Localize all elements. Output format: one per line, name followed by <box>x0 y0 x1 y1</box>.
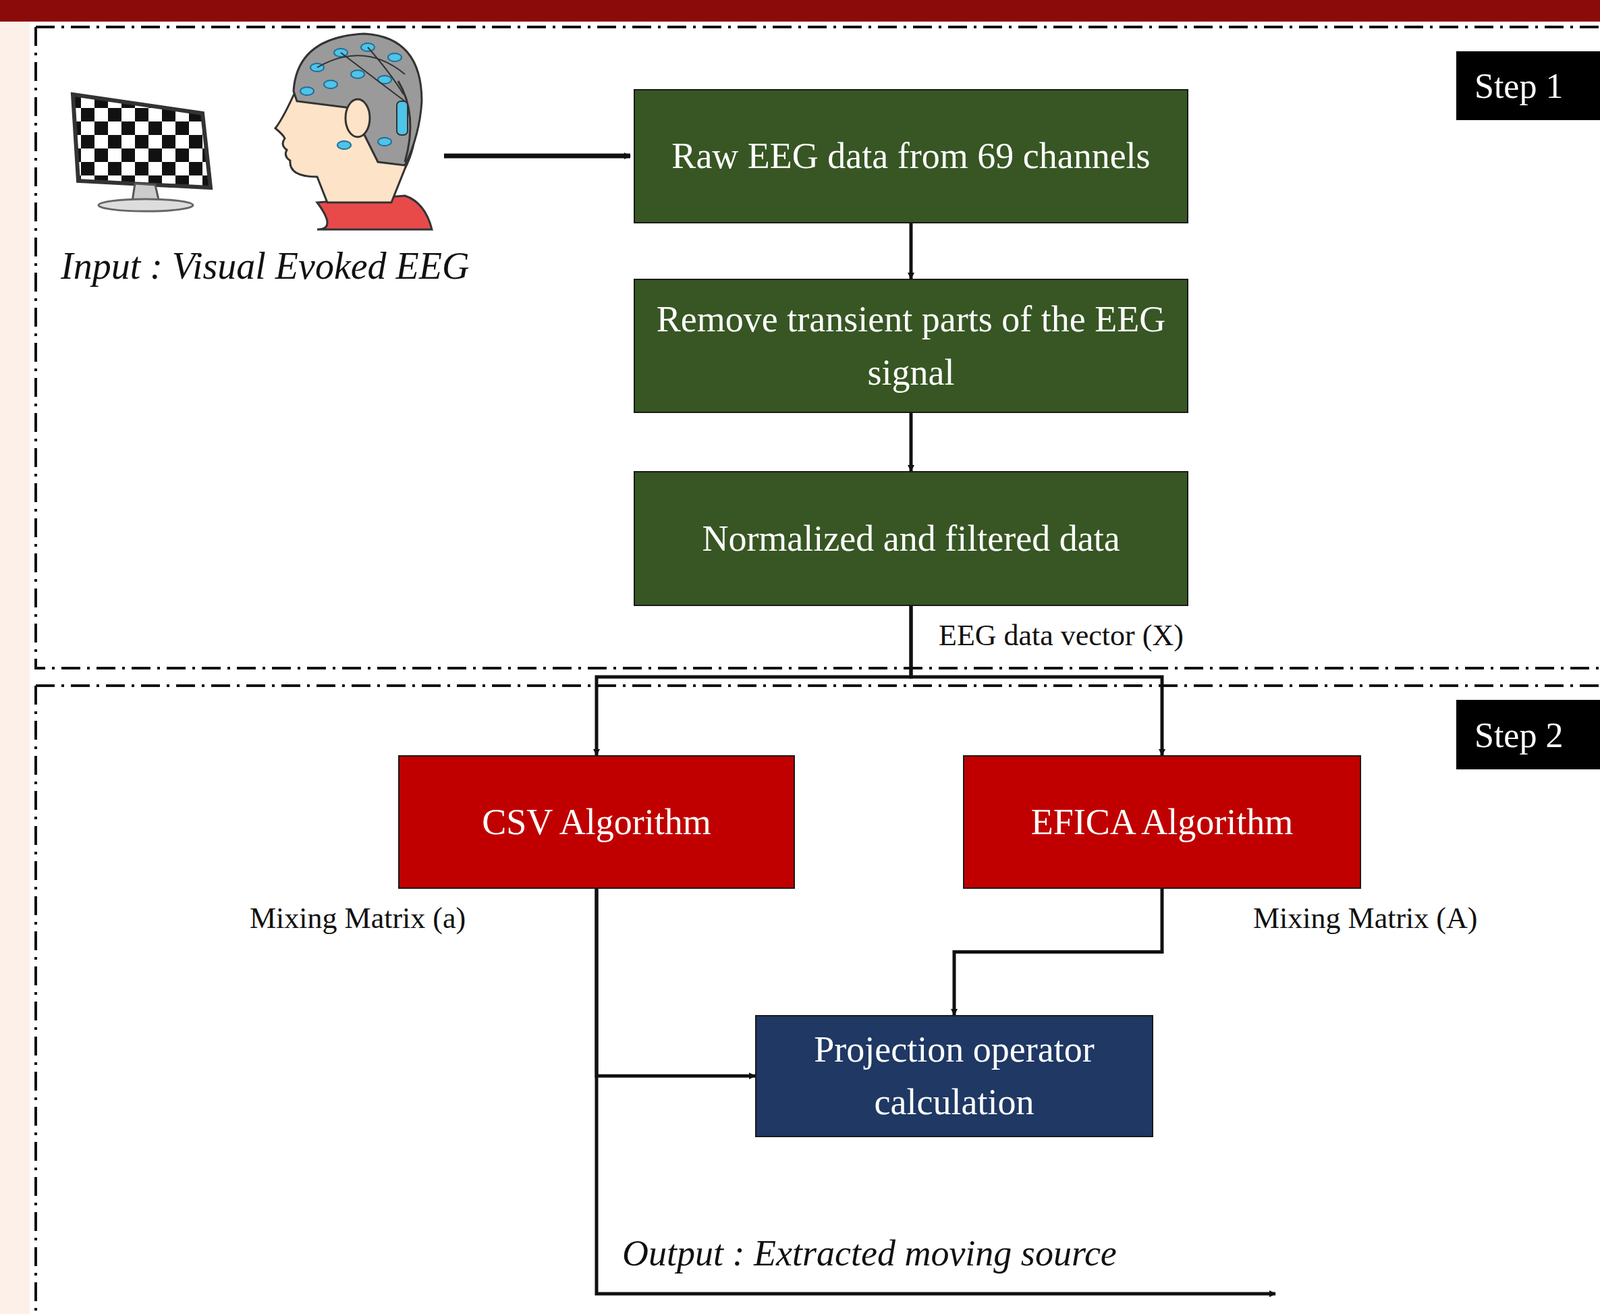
input-arrow <box>444 153 631 159</box>
step-label: Step 2 <box>1474 715 1563 756</box>
algorithm-box: CSV Algorithm <box>398 755 795 889</box>
connector <box>954 888 1163 1015</box>
matrix-label: Mixing Matrix (a) <box>249 900 466 936</box>
monitor-icon <box>72 94 211 212</box>
page-ground <box>29 21 1600 1314</box>
connector <box>909 412 914 472</box>
signal-label: EEG data vector (X) <box>938 618 1184 653</box>
box-text: Normalized and filtered data <box>701 512 1120 565</box>
connector <box>596 605 912 756</box>
box-text: Remove transient parts of the EEG signal <box>651 292 1171 399</box>
operator-box: Projection operator calculation <box>755 1014 1154 1138</box>
matrix-label: Mixing Matrix (A) <box>1253 900 1478 936</box>
algorithm-box: EFICA Algorithm <box>962 755 1362 889</box>
step-label: Step 1 <box>1474 66 1563 106</box>
box-text: EFICA Algorithm <box>1031 795 1294 849</box>
process-box: Normalized and filtered data <box>633 471 1189 606</box>
box-text: Raw EEG data from 69 channels <box>671 129 1150 183</box>
input-label: Input : Visual Evoked EEG <box>60 244 470 288</box>
step-tag <box>1456 51 1600 121</box>
connector <box>909 223 914 279</box>
step2-region <box>35 685 1600 1314</box>
output-label: Output : Extracted moving source <box>622 1232 1117 1275</box>
top-band <box>0 0 1600 22</box>
output-line <box>596 888 1276 1294</box>
process-box: Raw EEG data from 69 channels <box>633 89 1189 224</box>
step1-region <box>35 26 1600 669</box>
process-box: Remove transient parts of the EEG signal <box>633 278 1189 413</box>
subject-head <box>275 33 432 230</box>
box-text: Projection operator calculation <box>772 1023 1136 1129</box>
box-text: CSV Algorithm <box>481 795 712 849</box>
connector <box>596 888 756 1076</box>
step-tag <box>1456 699 1600 770</box>
